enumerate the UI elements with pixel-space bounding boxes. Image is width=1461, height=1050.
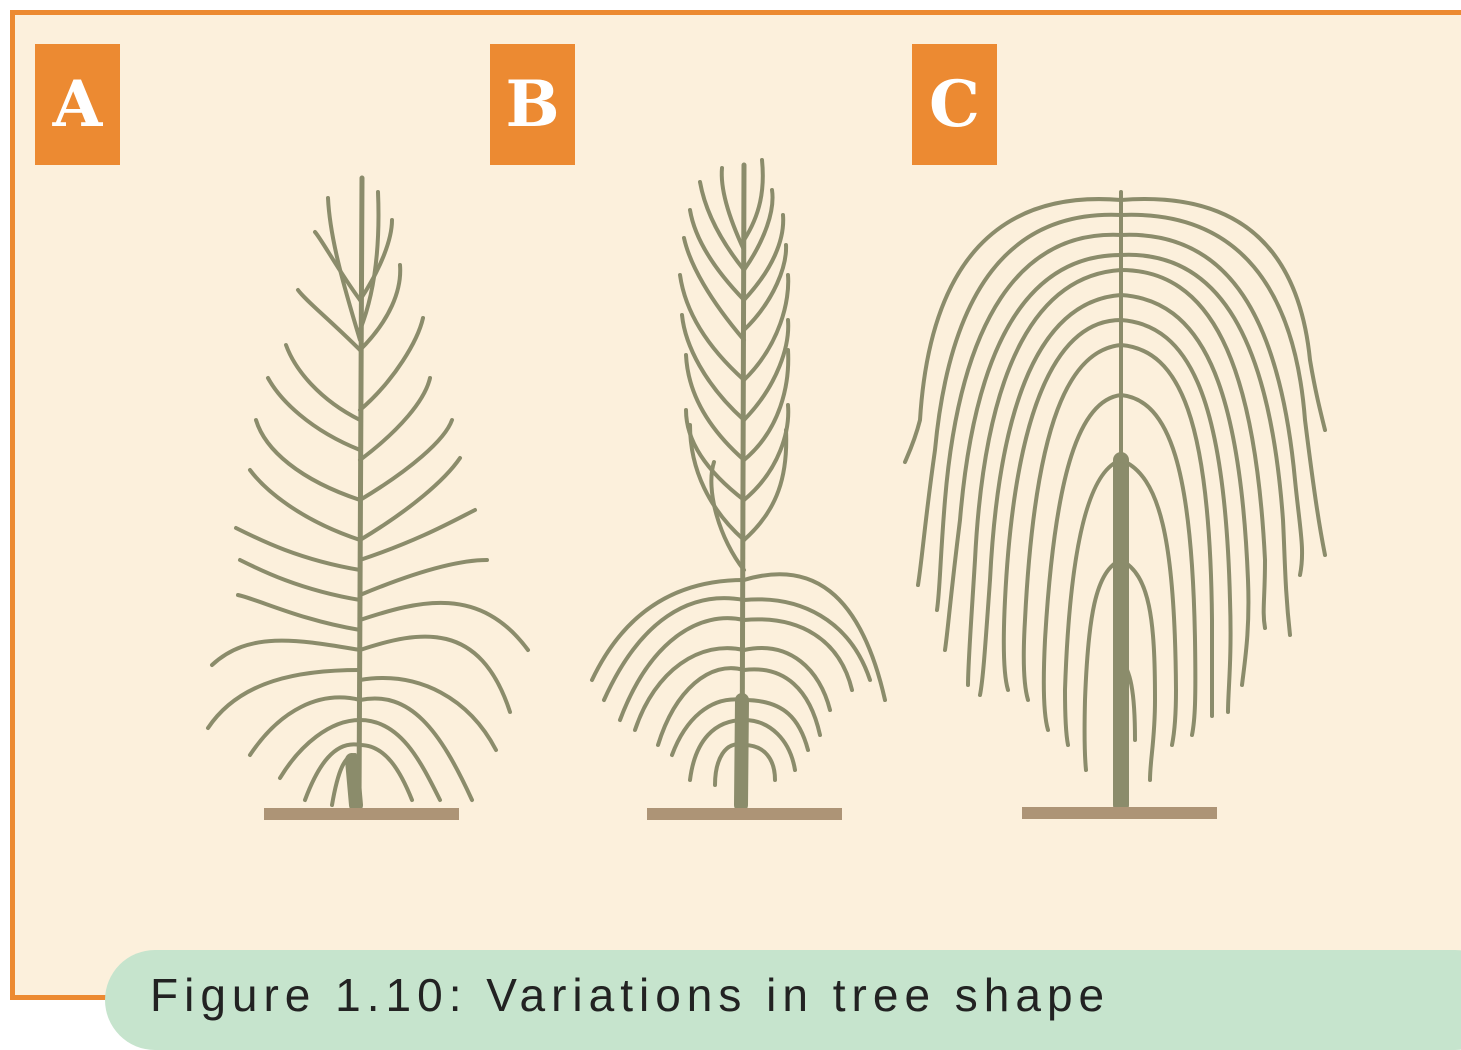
tree-c-weeping xyxy=(905,192,1325,805)
tree-illustrations xyxy=(0,0,1461,984)
figure-caption: Figure 1.10: Variations in tree shape xyxy=(150,968,1110,1022)
ground-line-a xyxy=(264,808,459,820)
ground-line-c xyxy=(1022,807,1217,819)
tree-a-conical xyxy=(208,178,528,805)
tree-b-columnar xyxy=(592,160,885,805)
ground-line-b xyxy=(647,808,842,820)
